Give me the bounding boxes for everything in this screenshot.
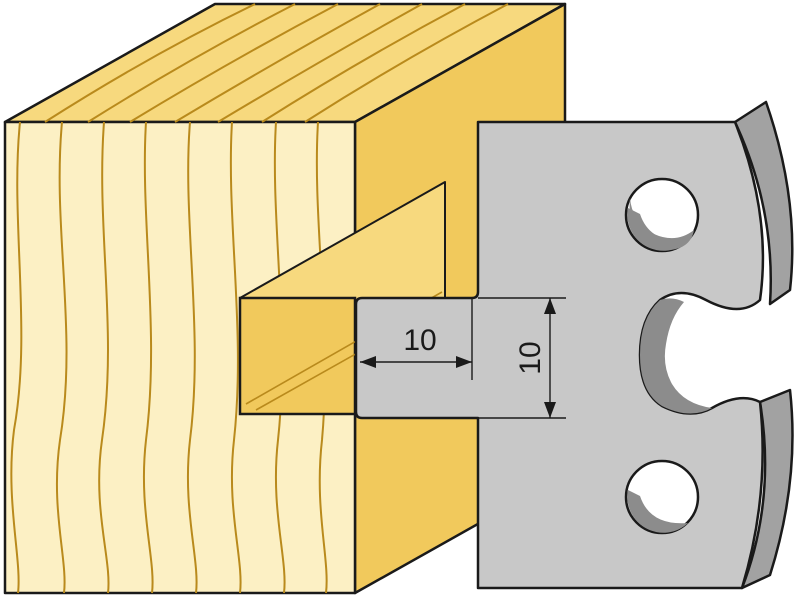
dimension-annotations (360, 297, 566, 419)
wood-top-grain (44, 3, 509, 123)
blade-bevel-lower (740, 388, 794, 590)
blade-notch-depth (640, 298, 712, 414)
height-dimension-label: 10 (514, 341, 547, 374)
profile-knife-blade: 10 10 (354, 100, 794, 590)
wood-front-face (3, 120, 357, 595)
height-arrow-top (544, 298, 556, 314)
width-dimension-label: 10 (403, 324, 436, 357)
upper-mounting-hole (624, 177, 700, 253)
width-arrow-right (456, 356, 472, 368)
height-arrow-bottom (544, 402, 556, 418)
groove-opening (238, 296, 357, 416)
blade-bevel-upper (733, 100, 794, 306)
width-arrow-left (360, 356, 376, 368)
lower-mounting-hole (624, 459, 700, 535)
